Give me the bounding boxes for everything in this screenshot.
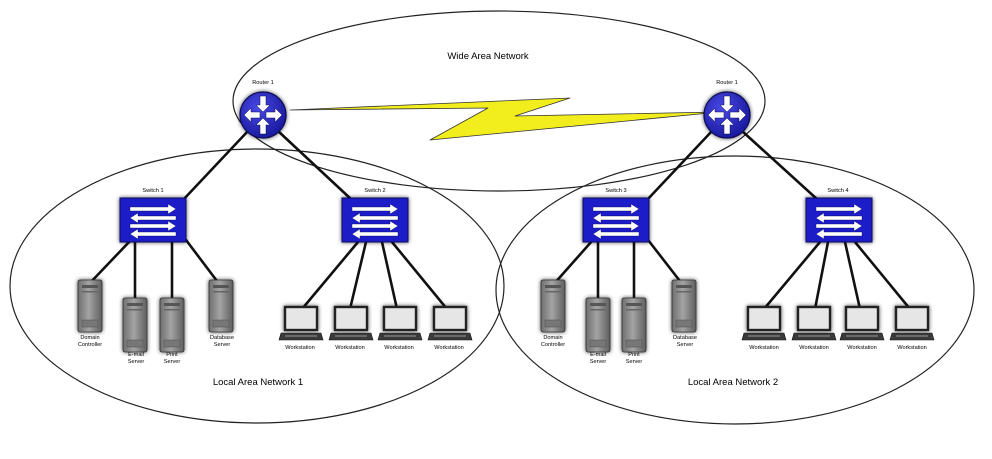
laptop-icon <box>328 305 374 341</box>
server-tower-icon <box>621 297 647 353</box>
workstation-label: Workstation <box>434 345 463 351</box>
cable-links <box>86 129 912 311</box>
laptop-icon <box>377 305 423 341</box>
workstation-label: Workstation <box>285 345 314 351</box>
server-tower-icon <box>585 297 611 353</box>
servers-group <box>77 279 697 353</box>
workstation-label: Workstation <box>847 345 876 351</box>
server-tower-icon <box>671 279 697 333</box>
lan1-label: Local Area Network 1 <box>213 377 303 388</box>
switch-label: Switch 1 <box>142 188 163 194</box>
switch-label: Switch 3 <box>605 188 626 194</box>
workstation-label: Workstation <box>897 345 926 351</box>
server-tower-icon <box>122 297 148 353</box>
switch-icon <box>582 197 650 243</box>
laptop-icon <box>839 305 885 341</box>
laptop-icon <box>889 305 935 341</box>
laptop-icon <box>791 305 837 341</box>
laptop-icon <box>427 305 473 341</box>
switch-icon <box>805 197 873 243</box>
switch-label: Switch 4 <box>827 188 848 194</box>
wan-boundary <box>232 10 766 192</box>
server-tower-icon <box>540 279 566 333</box>
laptop-icon <box>741 305 787 341</box>
switch-label: Switch 2 <box>364 188 385 194</box>
wan-link-lightning-icon <box>289 97 721 141</box>
server-tower-icon <box>77 279 103 333</box>
switch-icon <box>119 197 187 243</box>
laptop-icon <box>278 305 324 341</box>
workstations-group <box>278 305 935 341</box>
workstation-label: Workstation <box>749 345 778 351</box>
router-label: Router 1 <box>252 80 273 86</box>
server-tower-icon <box>159 297 185 353</box>
workstation-label: Workstation <box>384 345 413 351</box>
router-icon <box>703 91 751 139</box>
router-label: Router 1 <box>716 80 737 86</box>
lan2-label: Local Area Network 2 <box>688 377 778 388</box>
lan2-boundary <box>495 155 975 425</box>
router-icon <box>239 91 287 139</box>
workstation-label: Workstation <box>799 345 828 351</box>
lan1-boundary <box>9 148 505 424</box>
server-tower-icon <box>208 279 234 333</box>
workstation-label: Workstation <box>335 345 364 351</box>
switch-icon <box>341 197 409 243</box>
wan-label: Wide Area Network <box>447 51 529 62</box>
